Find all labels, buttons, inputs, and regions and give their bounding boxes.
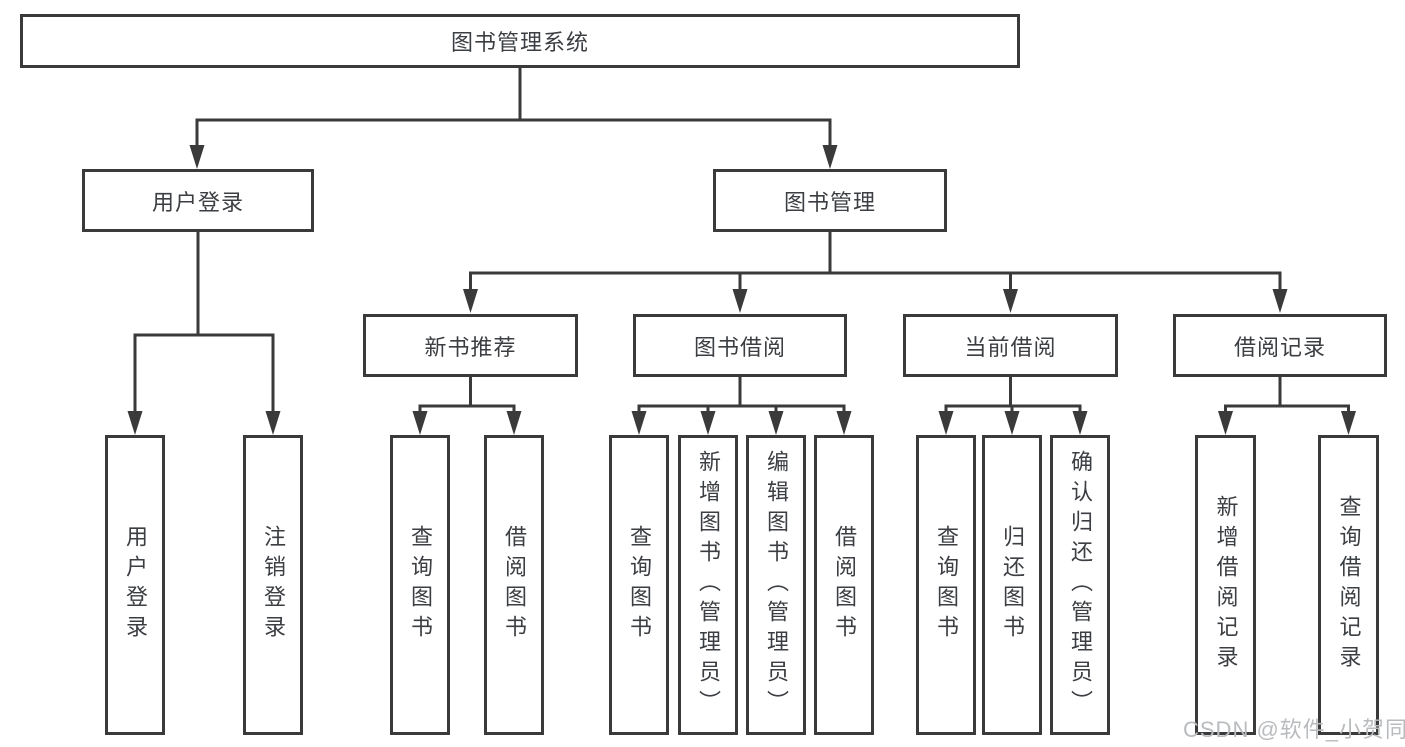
leaf-return-books: 归还图书 xyxy=(982,435,1042,735)
leaf-user-login: 用户登录 xyxy=(105,435,165,735)
leaf-add-borrow-record: 新增借阅记录 xyxy=(1195,435,1256,735)
node-current-borrowing: 当前借阅 xyxy=(903,314,1118,377)
node-borrowing-records: 借阅记录 xyxy=(1173,314,1387,377)
connector-paths xyxy=(133,66,1350,414)
leaf-add-book-admin: 新增图书（管理员） xyxy=(678,435,738,735)
node-user-login: 用户登录 xyxy=(82,169,314,232)
node-library-management-system: 图书管理系统 xyxy=(20,14,1020,68)
csdn-watermark: CSDN @软件_小贺同学 xyxy=(1183,717,1405,742)
leaf-query-books-current: 查询图书 xyxy=(916,435,976,735)
leaf-borrow-books-recommend: 借阅图书 xyxy=(484,435,544,735)
node-new-book-recommend: 新书推荐 xyxy=(363,314,578,377)
leaf-confirm-return-admin: 确认归还（管理员） xyxy=(1050,435,1110,735)
node-book-borrowing: 图书借阅 xyxy=(633,314,847,377)
leaf-logout: 注销登录 xyxy=(243,435,303,735)
leaf-query-books-recommend: 查询图书 xyxy=(390,435,450,735)
leaf-edit-book-admin: 编辑图书（管理员） xyxy=(746,435,806,735)
leaf-query-borrow-record: 查询借阅记录 xyxy=(1318,435,1379,735)
node-book-management: 图书管理 xyxy=(713,169,947,232)
leaf-query-books-borrowing: 查询图书 xyxy=(609,435,669,735)
arrowhead-icons xyxy=(127,145,1356,435)
leaf-borrow-books: 借阅图书 xyxy=(814,435,874,735)
